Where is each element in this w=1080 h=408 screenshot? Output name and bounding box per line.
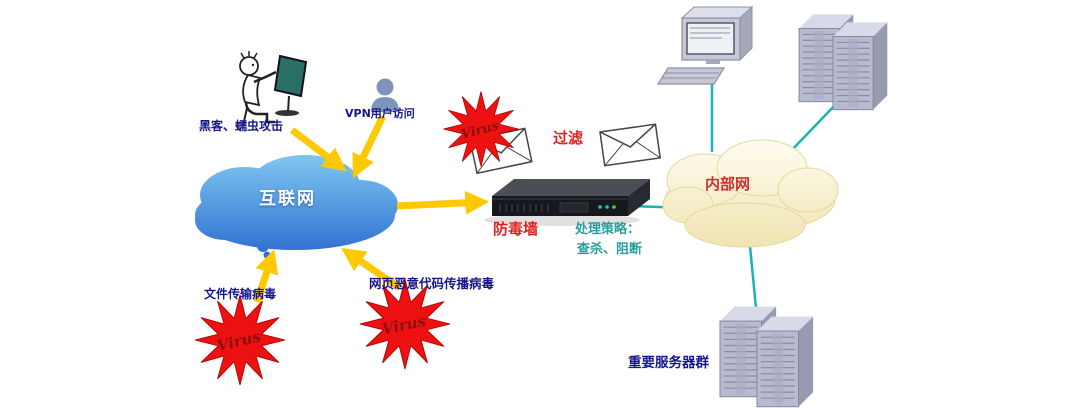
web-virus-label: 网页恶意代码传播病毒 bbox=[369, 276, 495, 291]
filter-label: 过滤 bbox=[553, 129, 584, 147]
link-intranet-servergroup bbox=[748, 245, 758, 309]
arrow-webvirus-internet bbox=[341, 247, 402, 291]
virus-starburst-mail: Virus bbox=[443, 91, 519, 167]
internet-cloud bbox=[195, 155, 398, 259]
internet-cloud-label: 互联网 bbox=[259, 189, 316, 209]
vpn-user-icon bbox=[371, 78, 399, 112]
server-tower-icon bbox=[832, 21, 888, 111]
arrow-vpn-internet bbox=[352, 114, 387, 179]
server-group-icons bbox=[719, 305, 814, 408]
arrow-internet-firewall bbox=[396, 190, 490, 215]
hacker-label: 黑客、蠕虫攻击 bbox=[199, 119, 284, 133]
desktop-computer-icon bbox=[656, 5, 754, 85]
intranet-cloud bbox=[662, 139, 839, 248]
firewall-label: 防毒墙 bbox=[493, 220, 539, 238]
firewall-device bbox=[484, 179, 650, 226]
server-rack-icons bbox=[798, 13, 888, 111]
link-intranet-servers bbox=[789, 103, 837, 153]
hacker-monitor-icon bbox=[273, 54, 308, 98]
server-tower-icon bbox=[756, 315, 814, 408]
virus-starburst-file: Virus bbox=[194, 294, 286, 386]
vpn-user-label: VPN用户访问 bbox=[345, 107, 415, 120]
intranet-cloud-label: 内部网 bbox=[705, 175, 751, 193]
keyboard-icon bbox=[656, 67, 726, 85]
server-group-label: 重要服务器群 bbox=[628, 355, 709, 371]
attack-arrows bbox=[253, 114, 490, 304]
hacker-figure bbox=[239, 51, 308, 127]
arrow-filevirus-internet bbox=[253, 249, 279, 304]
arrow-hacker-internet bbox=[289, 127, 347, 172]
strategy-actions-label: 查杀、阻断 bbox=[577, 242, 643, 257]
strategy-title-label: 处理策略： bbox=[575, 222, 641, 237]
file-virus-label: 文件传输病毒 bbox=[204, 287, 277, 301]
virus-starburst-web: Virus bbox=[359, 278, 451, 370]
envelope-icon bbox=[599, 123, 661, 167]
